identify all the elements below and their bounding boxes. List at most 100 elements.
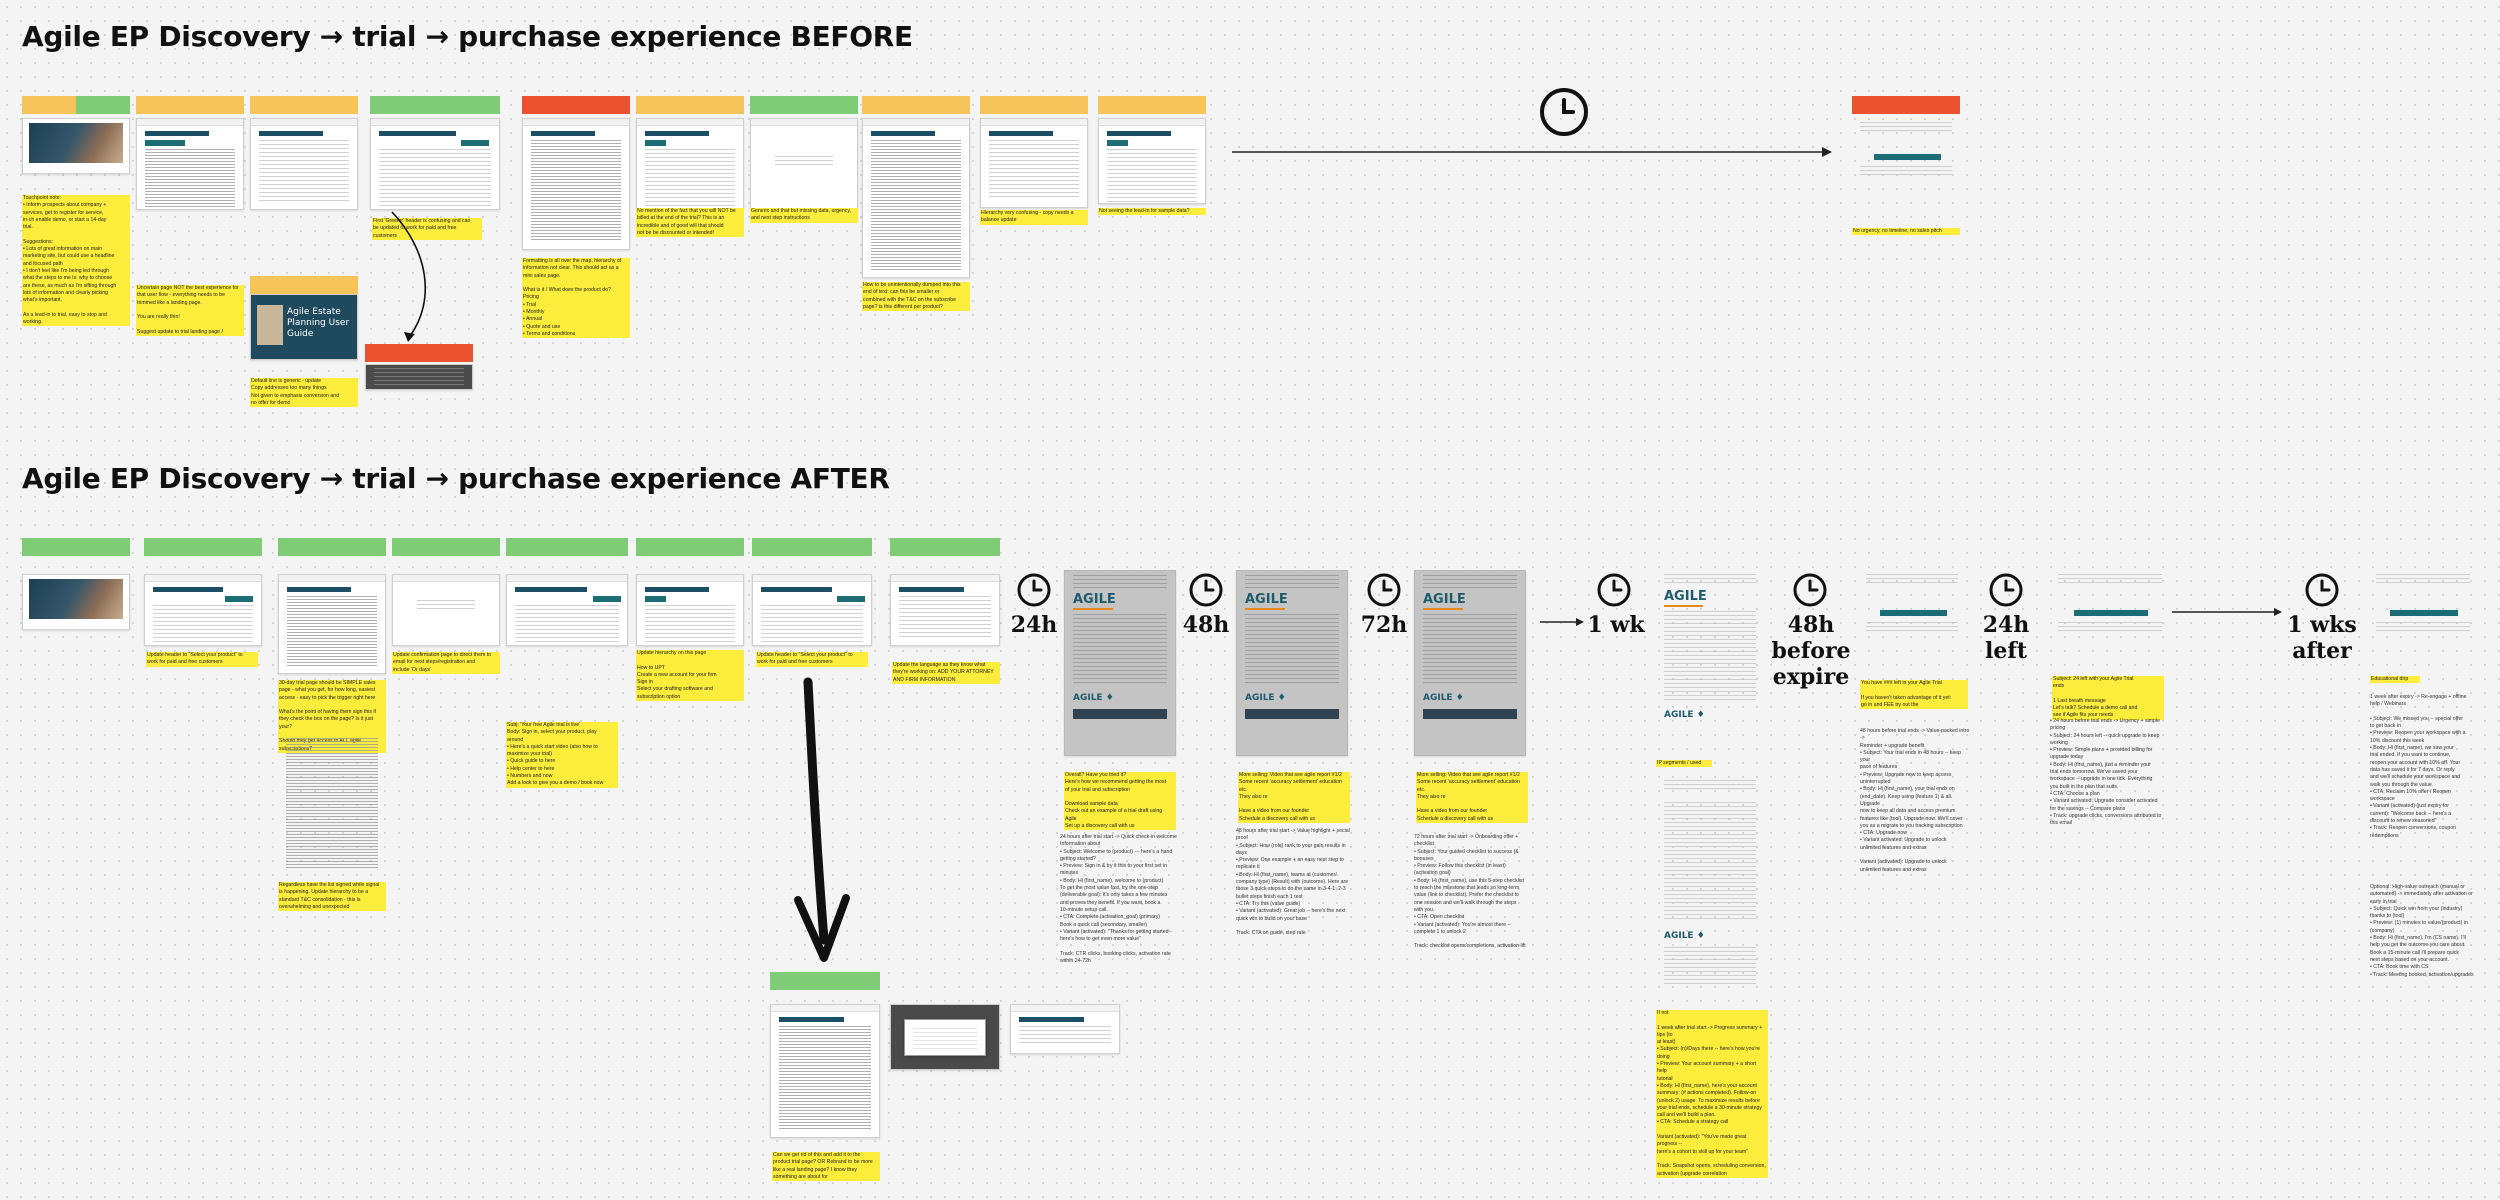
clock-icon: [1017, 573, 1051, 607]
email-thumbnail[interactable]: AGILE AGILE ♦: [1064, 570, 1176, 756]
arrow-right-icon: [2172, 608, 2282, 616]
sticky-note: First 'Greeter' header is confusing and …: [372, 218, 482, 240]
sticky-note: No mention of the fact that you will NOT…: [636, 208, 744, 238]
rating-bar: [862, 96, 970, 114]
clock-icon: [1597, 573, 1631, 607]
sticky-note: More selling: Video that see agile repor…: [1416, 772, 1528, 824]
email-notes: 72 hours after trial start -> Onboarding…: [1414, 834, 1526, 950]
screenshot-thumbnail[interactable]: [522, 118, 630, 250]
sticky-note: Subj: 'Your free Agile trial is live' Bo…: [506, 722, 618, 788]
sticky-note: Update the language as they know what th…: [892, 662, 1000, 684]
screenshot-thumbnail[interactable]: [22, 118, 130, 174]
sticky-note: Generic and that but missing data, urgen…: [750, 208, 858, 223]
email-thumbnail[interactable]: AGILE AGILE ♦: [1656, 570, 1764, 756]
rating-bar: [980, 96, 1088, 114]
email-thumbnail[interactable]: [2050, 570, 2170, 670]
delay-label: 48h: [1182, 612, 1230, 638]
screenshot-thumbnail[interactable]: [750, 118, 858, 210]
screenshot-thumbnail[interactable]: [506, 574, 628, 646]
screenshot-thumbnail[interactable]: [1098, 118, 1206, 204]
screenshot-thumbnail[interactable]: [636, 574, 744, 646]
screenshot-thumbnail[interactable]: [392, 574, 500, 646]
rating-bar: [890, 538, 1000, 556]
sticky-note: Default line is generic - update Copy ad…: [250, 378, 358, 408]
screenshot-thumbnail[interactable]: Agile Estate Planning User Guide: [250, 294, 358, 360]
arrow-down-icon: [794, 677, 850, 962]
rating-bar: [136, 96, 244, 114]
arrow-right-icon: [1232, 147, 1832, 157]
email-thumbnail[interactable]: AGILE AGILE ♦: [1236, 570, 1348, 756]
email-notes: 48 hours after trial start -> Value high…: [1236, 828, 1350, 937]
email-thumbnail[interactable]: [2368, 570, 2478, 670]
delay-label: 24h: [1010, 612, 1058, 638]
rating-bar: [144, 538, 262, 556]
sticky-note: IP segments / used: [1656, 760, 1712, 768]
rating-bar: [250, 276, 358, 294]
email-agile-footer: AGILE ♦: [1664, 931, 1705, 941]
rating-bar: [22, 96, 130, 114]
sticky-note: How to be unintentionally dumped into th…: [862, 282, 970, 312]
screenshot-thumbnail[interactable]: [136, 118, 244, 210]
screenshot-thumbnail[interactable]: [770, 1004, 880, 1138]
sticky-note: Touchpoint note: • Inform prospects abou…: [22, 195, 130, 327]
rating-bar: [278, 538, 386, 556]
email-thumbnail[interactable]: [1852, 118, 1960, 218]
sticky-note: Update hierarchy on this page How to UPT…: [636, 650, 744, 702]
arrow-right-icon: [1540, 618, 1584, 626]
rating-bar: [370, 96, 500, 114]
screenshot-thumbnail[interactable]: [278, 738, 386, 876]
clock-icon: [1793, 573, 1827, 607]
delay-label: 72h: [1360, 612, 1408, 638]
sticky-note: Educational drip: [2370, 676, 2420, 684]
rating-bar: [522, 96, 630, 114]
screenshot-thumbnail[interactable]: [22, 574, 130, 630]
screenshot-thumbnail[interactable]: [636, 118, 744, 210]
email-agile-footer: AGILE ♦: [1073, 693, 1114, 703]
email-thumbnail[interactable]: AGILE AGILE ♦: [1414, 570, 1526, 756]
email-thumbnail[interactable]: [1858, 570, 1966, 680]
rating-bar: [636, 96, 744, 114]
screenshot-thumbnail[interactable]: [1010, 1004, 1120, 1054]
delay-label: 1 wks after: [2287, 612, 2357, 664]
rating-bar: [365, 344, 473, 362]
screenshot-thumbnail[interactable]: [144, 574, 262, 646]
screenshot-thumbnail[interactable]: [370, 118, 500, 210]
screenshot-thumbnail[interactable]: [862, 118, 970, 278]
delay-label: 48h before expire: [1771, 612, 1851, 690]
email-notes: 1 week after expiry -> Re-engage + offli…: [2370, 694, 2467, 839]
clock-icon: [1367, 573, 1401, 607]
email-agile-logo: AGILE: [1245, 592, 1288, 607]
screenshot-thumbnail[interactable]: [980, 118, 1088, 208]
sticky-note: No urgency, no timeline, no sales pitch: [1852, 228, 1960, 236]
rating-bar: [22, 538, 130, 556]
after-title: Agile EP Discovery → trial → purchase ex…: [22, 462, 890, 495]
sticky-note: Overall? Have you tried it? Here's how w…: [1064, 772, 1176, 831]
rating-bar: [770, 972, 880, 990]
screenshot-thumbnail[interactable]: [250, 118, 358, 210]
email-thumbnail[interactable]: AGILE ♦: [1656, 776, 1764, 1006]
delay-label: 24h left: [1982, 612, 2030, 664]
sticky-note: Can we get rid of this and add it to the…: [772, 1152, 880, 1182]
clock-icon: [1540, 88, 1588, 136]
rating-bar: [506, 538, 628, 556]
screenshot-thumbnail[interactable]: [890, 574, 1000, 646]
email-agile-logo: AGILE: [1664, 589, 1707, 604]
sticky-note: Not seeing the lead-in for sample data?: [1098, 208, 1206, 216]
screenshot-thumbnail[interactable]: [365, 364, 473, 390]
clock-icon: [1989, 573, 2023, 607]
screenshot-thumbnail[interactable]: [890, 1004, 1000, 1070]
sticky-note: Update header to "Select your product" t…: [146, 652, 258, 667]
sticky-note: If not 1 week after trial start -> Progr…: [1656, 1010, 1768, 1178]
email-notes: • 24 hours before trial ends -> Urgency …: [2050, 718, 2162, 827]
sticky-note: Regardless have the list signed while si…: [278, 882, 386, 912]
screenshot-thumbnail[interactable]: [752, 574, 872, 646]
rating-bar: [752, 538, 872, 556]
sticky-note: Update confirmation page to direct them …: [392, 652, 500, 674]
email-notes: Optional: High-value outreach (manual or…: [2370, 884, 2474, 978]
email-agile-footer: AGILE ♦: [1245, 693, 1286, 703]
screenshot-thumbnail[interactable]: [278, 574, 386, 674]
rating-bar: [750, 96, 858, 114]
clock-icon: [1189, 573, 1223, 607]
email-notes: 48 hours before trial ends -> Value-pack…: [1860, 728, 1970, 873]
